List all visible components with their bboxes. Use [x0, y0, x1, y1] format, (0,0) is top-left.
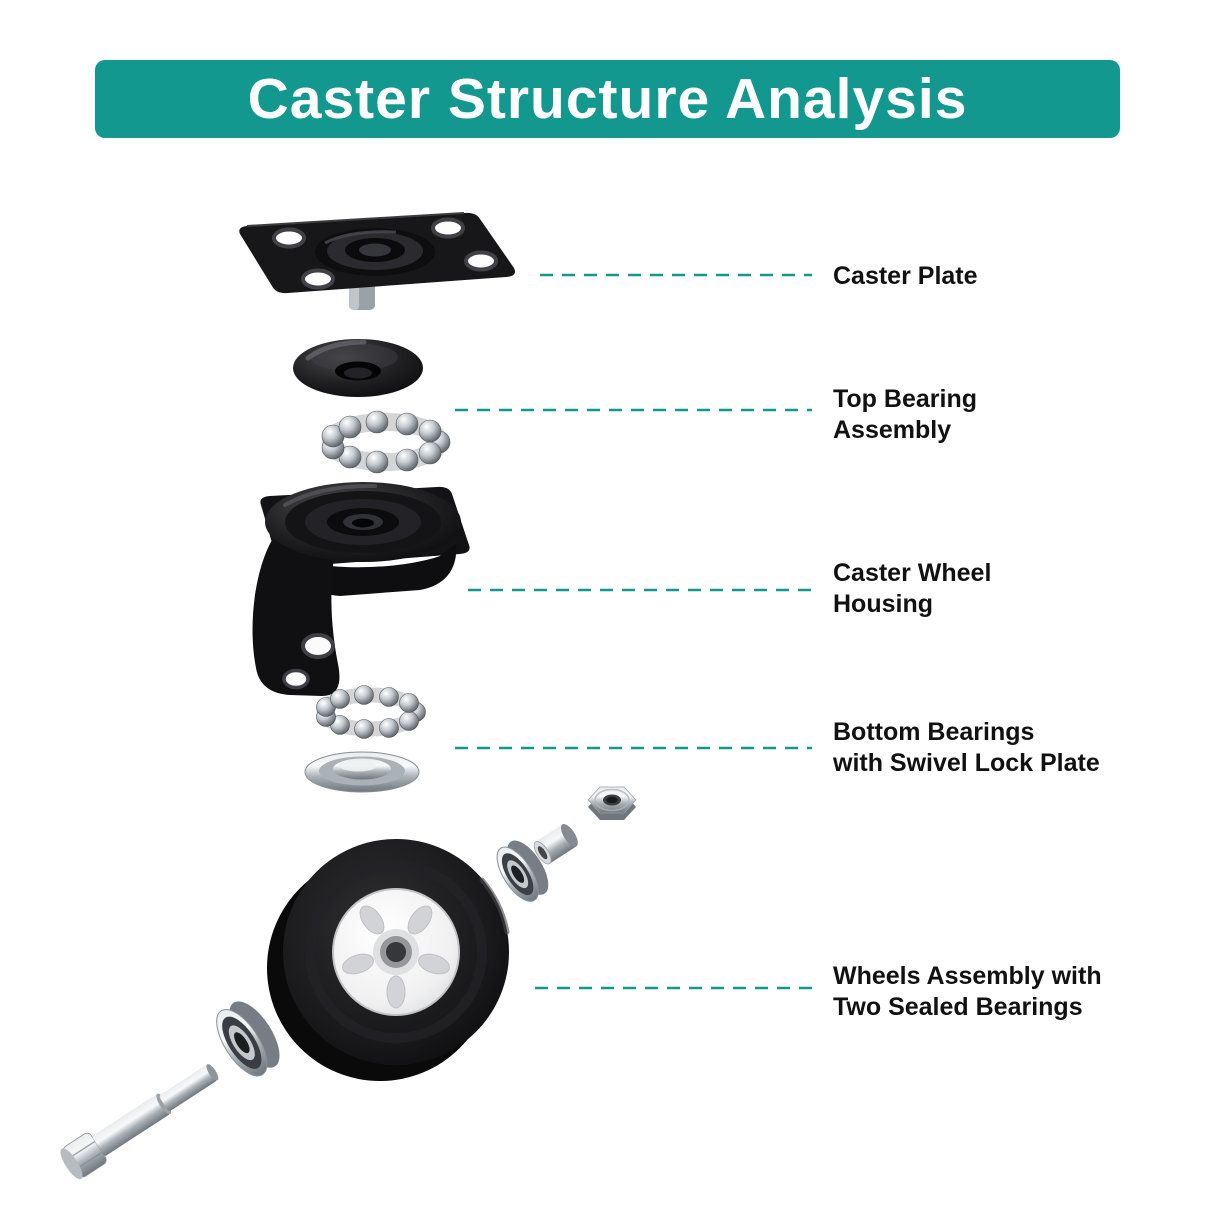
axle-bolt-part	[60, 1064, 219, 1180]
caster-plate-part	[239, 212, 516, 310]
label-line: Caster Wheel	[833, 559, 992, 587]
plate-hole	[272, 227, 306, 249]
plate-center-boss	[315, 228, 435, 276]
swivel-lock-plate-part	[304, 751, 420, 793]
label-caster-wheel-housing: Caster Wheel Housing	[833, 558, 991, 620]
label-line: with Swivel Lock Plate	[833, 749, 1100, 777]
label-line: Bottom Bearings	[833, 718, 1035, 746]
kingpin-stem	[349, 282, 375, 310]
page-title: Caster Structure Analysis	[247, 67, 968, 131]
caster-wheel-housing-part	[252, 482, 470, 696]
hub-slot	[407, 905, 433, 935]
hub-slot	[342, 953, 374, 975]
wheel-part	[267, 839, 510, 1081]
label-line: Two Sealed Bearings	[833, 993, 1083, 1021]
label-top-bearing-assembly: Top Bearing Assembly	[833, 384, 977, 446]
hub-slot	[386, 975, 406, 1009]
label-line: Caster Plate	[833, 262, 978, 290]
label-caster-plate: Caster Plate	[833, 261, 978, 292]
leg-hole	[282, 668, 310, 690]
sealed-bearing-upper-part	[496, 840, 549, 902]
leader-lines	[455, 273, 812, 990]
label-line: Housing	[833, 590, 933, 618]
hex-nut-part	[587, 786, 637, 820]
leg-hole	[301, 633, 335, 659]
title-banner: Caster Structure Analysis	[95, 60, 1120, 138]
label-wheels-assembly: Wheels Assembly with Two Sealed Bearings	[833, 961, 1102, 1023]
hub-slot	[359, 905, 385, 935]
plate-hole	[431, 217, 465, 239]
spacer-bushing-part	[533, 823, 578, 865]
label-line: Wheels Assembly with	[833, 962, 1102, 990]
hub-slot	[418, 953, 450, 975]
top-ball-bearing-ring	[321, 410, 451, 474]
sealed-bearing-lower-part	[216, 1001, 280, 1077]
label-line: Top Bearing	[833, 385, 977, 413]
bottom-ball-bearing-ring	[316, 685, 426, 739]
housing-swivel-dome	[265, 482, 461, 562]
top-bearing-race-part	[293, 339, 423, 397]
plate-hole	[464, 250, 498, 272]
wheel-bore	[386, 942, 406, 962]
label-line: Assembly	[833, 416, 952, 444]
plate-hole	[301, 268, 335, 290]
label-bottom-bearings-swivel-lock-plate: Bottom Bearings with Swivel Lock Plate	[833, 717, 1100, 779]
